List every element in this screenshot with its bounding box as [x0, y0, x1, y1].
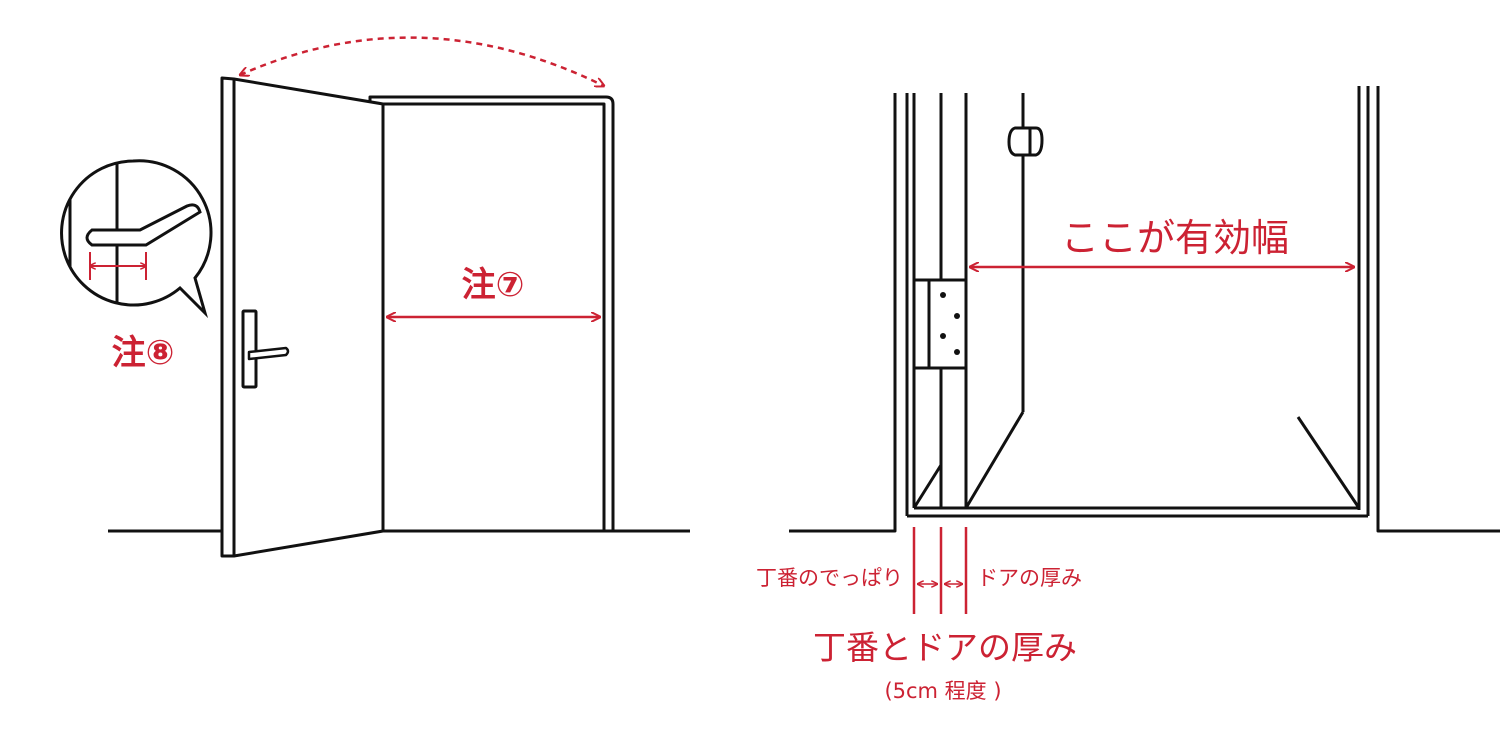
- door-thickness-label: ドアの厚み: [977, 566, 1082, 590]
- thickness-guides: [912, 527, 968, 614]
- callout-lever: [85, 203, 202, 247]
- wall-floor-right: [1376, 86, 1500, 533]
- hinge-protrusion-label: 丁番のでっぱり: [756, 566, 903, 590]
- door-stop-diag: [1296, 416, 1361, 509]
- hinge-screws: [940, 292, 960, 355]
- threshold: [907, 506, 1368, 518]
- doorway-plan-illustration: [789, 86, 1500, 533]
- hinge-screw: [940, 333, 946, 339]
- hinge-screw: [940, 292, 946, 298]
- approx-5cm-label: (5cm 程度 ): [884, 679, 1001, 703]
- hinge-and-door-label: 丁番とドアの厚み: [813, 628, 1077, 667]
- door-leaf-bottom-diag: [964, 411, 1025, 509]
- wall-floor-left: [789, 93, 897, 533]
- door-lever-handle: [247, 346, 290, 361]
- door-shadow-diag: [912, 464, 943, 509]
- effective-width-label: ここが有効幅: [1061, 216, 1289, 260]
- hinge-screw: [954, 349, 960, 355]
- note7-label: 注⑦: [462, 265, 525, 305]
- open-door-illustration: [108, 76, 690, 558]
- hinge-screw: [954, 313, 960, 319]
- door-handle-plate: [241, 309, 258, 389]
- hinge: [912, 278, 968, 370]
- door-knob: [1007, 126, 1044, 157]
- note8-label: 注⑧: [112, 333, 175, 373]
- door-frame: [368, 95, 615, 533]
- door-swing-arc: [240, 36, 604, 86]
- handle-detail-callout: [60, 159, 213, 319]
